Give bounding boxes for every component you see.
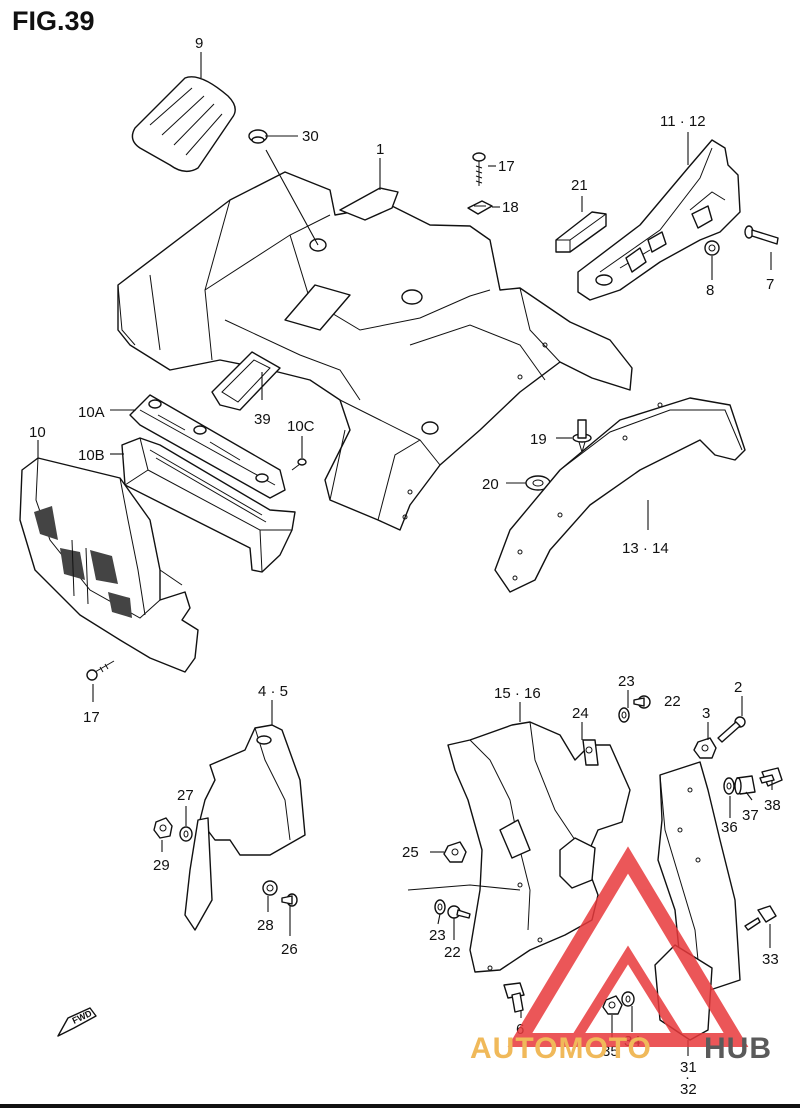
part-19-push-rivet [572,419,592,454]
part-30-grommet [248,129,268,144]
figure-title: FIG.39 [12,6,95,36]
part-6-bolt [503,982,525,1013]
part-1-front-fender [117,171,633,531]
label-part-31-32-separator: · [685,1069,690,1086]
automotohub-watermark-logo [507,846,749,1047]
watermark-text-left: AUTOMOTO [470,1032,652,1065]
part-21-cushion-block [555,211,607,253]
label-part-10A: 10A [78,404,105,421]
fwd-direction-arrow: FWD [57,1007,97,1037]
label-part-22-top: 22 [664,693,681,710]
label-part-33: 33 [762,951,779,968]
label-part-2: 2 [734,679,742,696]
part-number-labels: 9 30 1 17 18 11 · 12 21 7 8 10A 39 10C 1… [29,35,781,1098]
part-39-pad [211,351,281,411]
label-part-38: 38 [764,797,781,814]
leader-lines [37,52,773,1056]
part-3-nut [693,737,717,759]
part-34-washer [621,991,635,1007]
label-part-27: 27 [177,787,194,804]
label-part-31: 31 [680,1059,697,1076]
part-rear-guard-plate [654,761,741,1041]
label-part-23-top: 23 [618,673,635,690]
part-38-bolt [759,767,783,787]
part-29-nut [153,817,173,839]
label-part-8: 8 [706,282,714,299]
part-10C-screw [291,458,307,471]
part-35-nut [602,995,623,1015]
label-part-17-top: 17 [498,158,515,175]
label-part-35: 35 [602,1043,619,1060]
label-part-9: 9 [195,35,203,52]
label-part-19: 19 [530,431,547,448]
part-11-12-side-bracket [577,139,741,301]
label-part-21: 21 [571,177,588,194]
part-13-14-mudguard [494,397,746,593]
part-9-pad [131,76,236,173]
label-part-1: 1 [376,141,384,158]
part-27-washer [179,826,193,842]
label-part-23-bottom: 23 [429,927,446,944]
label-part-24: 24 [572,705,589,722]
part-2-bolt [717,716,746,743]
label-part-10B: 10B [78,447,105,464]
part-15-16-rear-inner-fender [447,721,631,973]
label-part-4-5: 4 · 5 [258,683,288,700]
label-part-17-bottom: 17 [83,709,100,726]
part-7-bolt [744,225,779,245]
bottom-border-rule [0,1104,800,1108]
part-10-front-guard [19,457,199,673]
label-part-26: 26 [281,941,298,958]
part-22-bolt-bottom [447,905,471,919]
part-23-washer-top [618,707,630,723]
part-17-screw-top [472,152,486,186]
label-part-20: 20 [482,476,499,493]
part-36-washer [723,777,735,795]
label-part-29: 29 [153,857,170,874]
part-22-bolt-top [633,695,651,709]
label-part-18: 18 [502,199,519,216]
label-part-11-12: 11 · 12 [660,113,706,130]
watermark-text: AUTOMOTO HUB [470,1032,772,1065]
label-part-22-bottom: 22 [444,944,461,961]
label-part-10C: 10C [287,418,315,435]
label-part-28: 28 [257,917,274,934]
part-23-washer-bottom [434,899,446,915]
part-10A-bracket [129,394,286,499]
part-33-bolt [744,905,777,931]
label-part-39: 39 [254,411,271,428]
label-part-3: 3 [702,705,710,722]
label-part-25: 25 [402,844,419,861]
part-37-collar [734,775,756,795]
watermark-text-right: HUB [704,1032,772,1065]
label-part-37: 37 [742,807,759,824]
label-part-36: 36 [721,819,738,836]
label-part-10: 10 [29,424,46,441]
part-24-clip [582,739,599,766]
part-8-washer [704,240,720,256]
part-17-screw-bottom [86,660,115,681]
label-part-30: 30 [302,128,319,145]
watermark-triangle-inner [565,945,691,1045]
label-part-7: 7 [766,276,774,293]
part-25-nut [443,841,467,863]
label-part-13-14: 13 · 14 [622,540,669,557]
part-10B-bracket [121,437,296,573]
part-26-screw [281,893,298,907]
part-4-5-inner-panel [184,724,306,931]
part-28-washer [262,880,278,896]
label-part-15-16: 15 · 16 [494,685,541,702]
label-part-32: 32 [680,1081,697,1098]
part-18-clip-nut [467,200,493,215]
